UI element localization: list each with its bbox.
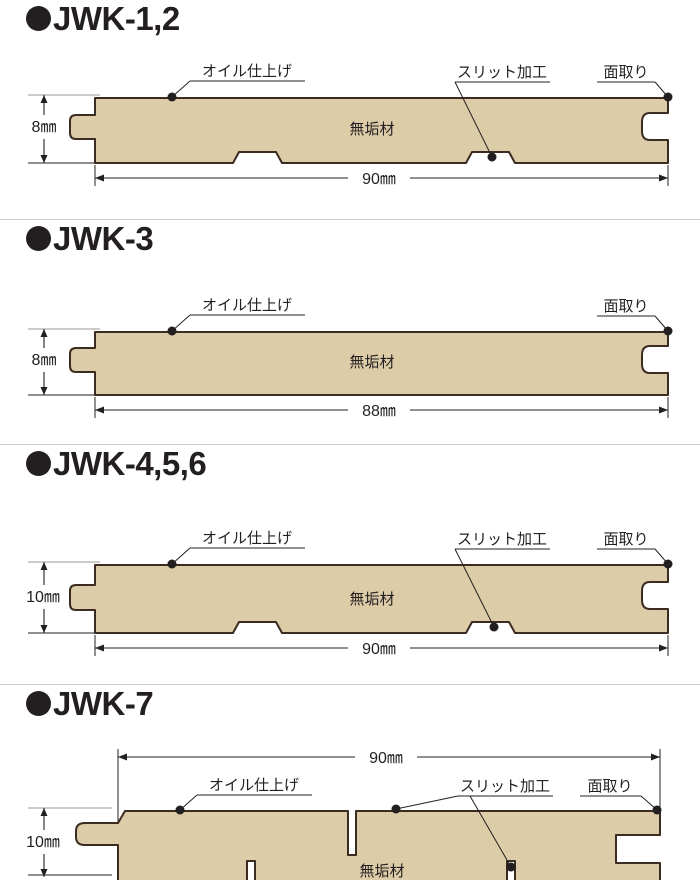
leader-dot — [489, 622, 499, 632]
panel-jwk-4-5-6: JWK-4,5,6 10㎜ オイル仕上げ — [0, 445, 700, 685]
cross-section-drawing-jwk-7: 90㎜ 10㎜ オイル仕上げ — [16, 746, 662, 880]
panel-title-label: JWK-7 — [53, 685, 154, 722]
callout-slit-processing: スリット加工 — [454, 531, 550, 632]
thickness-value: 10㎜ — [26, 589, 60, 606]
body-material-label: 無垢材 — [349, 121, 394, 138]
panel-title-jwk-1-2: JWK-1,2 — [26, 2, 180, 35]
width-value: 90㎜ — [369, 750, 403, 767]
width-dimension: 88㎜ — [94, 397, 669, 421]
callout-label-chamfer: 面取り — [603, 64, 648, 81]
panel-title-label: JWK-3 — [53, 220, 154, 257]
board-profile — [69, 564, 669, 634]
leader-dot — [487, 152, 497, 162]
board-profile — [69, 97, 669, 164]
body-material-label: 無垢材 — [349, 591, 394, 608]
leader-dot — [175, 805, 185, 815]
callout-oil-finish: オイル仕上げ — [167, 297, 305, 336]
panel-title-jwk-3: JWK-3 — [26, 220, 154, 257]
leader-dot — [652, 805, 662, 815]
width-value: 88㎜ — [362, 403, 396, 420]
leader-dot — [663, 92, 673, 102]
callout-chamfer: 面取り — [597, 531, 673, 569]
callout-label-oil-finish: オイル仕上げ — [209, 777, 299, 794]
callout-label-slit-processing: スリット加工 — [460, 778, 550, 795]
cross-section-drawing-jwk-3: 8㎜ オイル仕上げ 面取り 無垢材 — [22, 297, 673, 421]
panel-title-jwk-4-5-6: JWK-4,5,6 — [26, 445, 207, 482]
body-material-label: 無垢材 — [359, 863, 404, 880]
leader-dot — [663, 559, 673, 569]
callout-label-slit-processing: スリット加工 — [457, 64, 547, 81]
bullet-dot-icon — [26, 451, 51, 476]
bullet-dot-icon — [26, 6, 51, 31]
thickness-dimension: 10㎜ — [16, 808, 70, 877]
width-dimension: 90㎜ — [117, 746, 661, 833]
callout-label-slit-processing: スリット加工 — [457, 531, 547, 548]
panel-title-label: JWK-1,2 — [53, 0, 180, 37]
board-profile — [69, 331, 669, 396]
thickness-dimension: 8㎜ — [22, 95, 66, 163]
thickness-value: 8㎜ — [32, 352, 57, 369]
width-value: 90㎜ — [362, 641, 396, 658]
callout-slit-processing: スリット加工 — [454, 64, 550, 162]
cross-section-drawing-jwk-4-5-6: 10㎜ オイル仕上げ スリット加工 面取り 無垢材 — [16, 530, 673, 659]
callout-oil-finish: オイル仕上げ — [175, 777, 312, 815]
callout-label-oil-finish: オイル仕上げ — [202, 297, 292, 314]
thickness-dimension: 8㎜ — [22, 329, 66, 395]
callout-label-oil-finish: オイル仕上げ — [202, 63, 292, 80]
leader-dot — [391, 804, 401, 814]
thickness-dimension: 10㎜ — [16, 562, 70, 633]
callout-label-chamfer: 面取り — [603, 531, 648, 548]
body-material-label: 無垢材 — [349, 354, 394, 371]
callout-chamfer: 面取り — [580, 778, 662, 815]
callout-label-chamfer: 面取り — [587, 778, 632, 795]
panel-title-jwk-7: JWK-7 — [26, 685, 154, 722]
panel-title-label: JWK-4,5,6 — [53, 445, 207, 482]
bullet-dot-icon — [26, 226, 51, 251]
leader-dot — [167, 559, 177, 569]
leader-dot — [167, 92, 177, 102]
cross-section-drawing-jwk-1-2: 8㎜ オイル仕上げ スリット加工 — [22, 63, 673, 189]
board-profile — [75, 810, 661, 880]
callout-slit-processing: スリット加工 — [391, 778, 553, 872]
callout-label-oil-finish: オイル仕上げ — [202, 530, 292, 547]
callout-label-chamfer: 面取り — [603, 298, 648, 315]
callout-oil-finish: オイル仕上げ — [167, 63, 305, 102]
leader-dot — [167, 326, 177, 336]
panel-jwk-1-2: JWK-1,2 8㎜ オイル仕上げ — [0, 0, 700, 220]
thickness-value: 8㎜ — [32, 119, 57, 136]
width-dimension: 90㎜ — [94, 165, 669, 189]
width-value: 90㎜ — [362, 171, 396, 188]
leader-dot — [506, 862, 516, 872]
thickness-value: 10㎜ — [26, 834, 60, 851]
callout-chamfer: 面取り — [597, 64, 673, 102]
leader-dot — [663, 326, 673, 336]
bullet-dot-icon — [26, 691, 51, 716]
width-dimension: 90㎜ — [94, 635, 669, 659]
panel-jwk-7: JWK-7 90㎜ 10㎜ — [0, 685, 700, 880]
callout-oil-finish: オイル仕上げ — [167, 530, 305, 569]
panel-jwk-3: JWK-3 8㎜ オイル仕上げ — [0, 220, 700, 445]
callout-chamfer: 面取り — [597, 298, 673, 336]
